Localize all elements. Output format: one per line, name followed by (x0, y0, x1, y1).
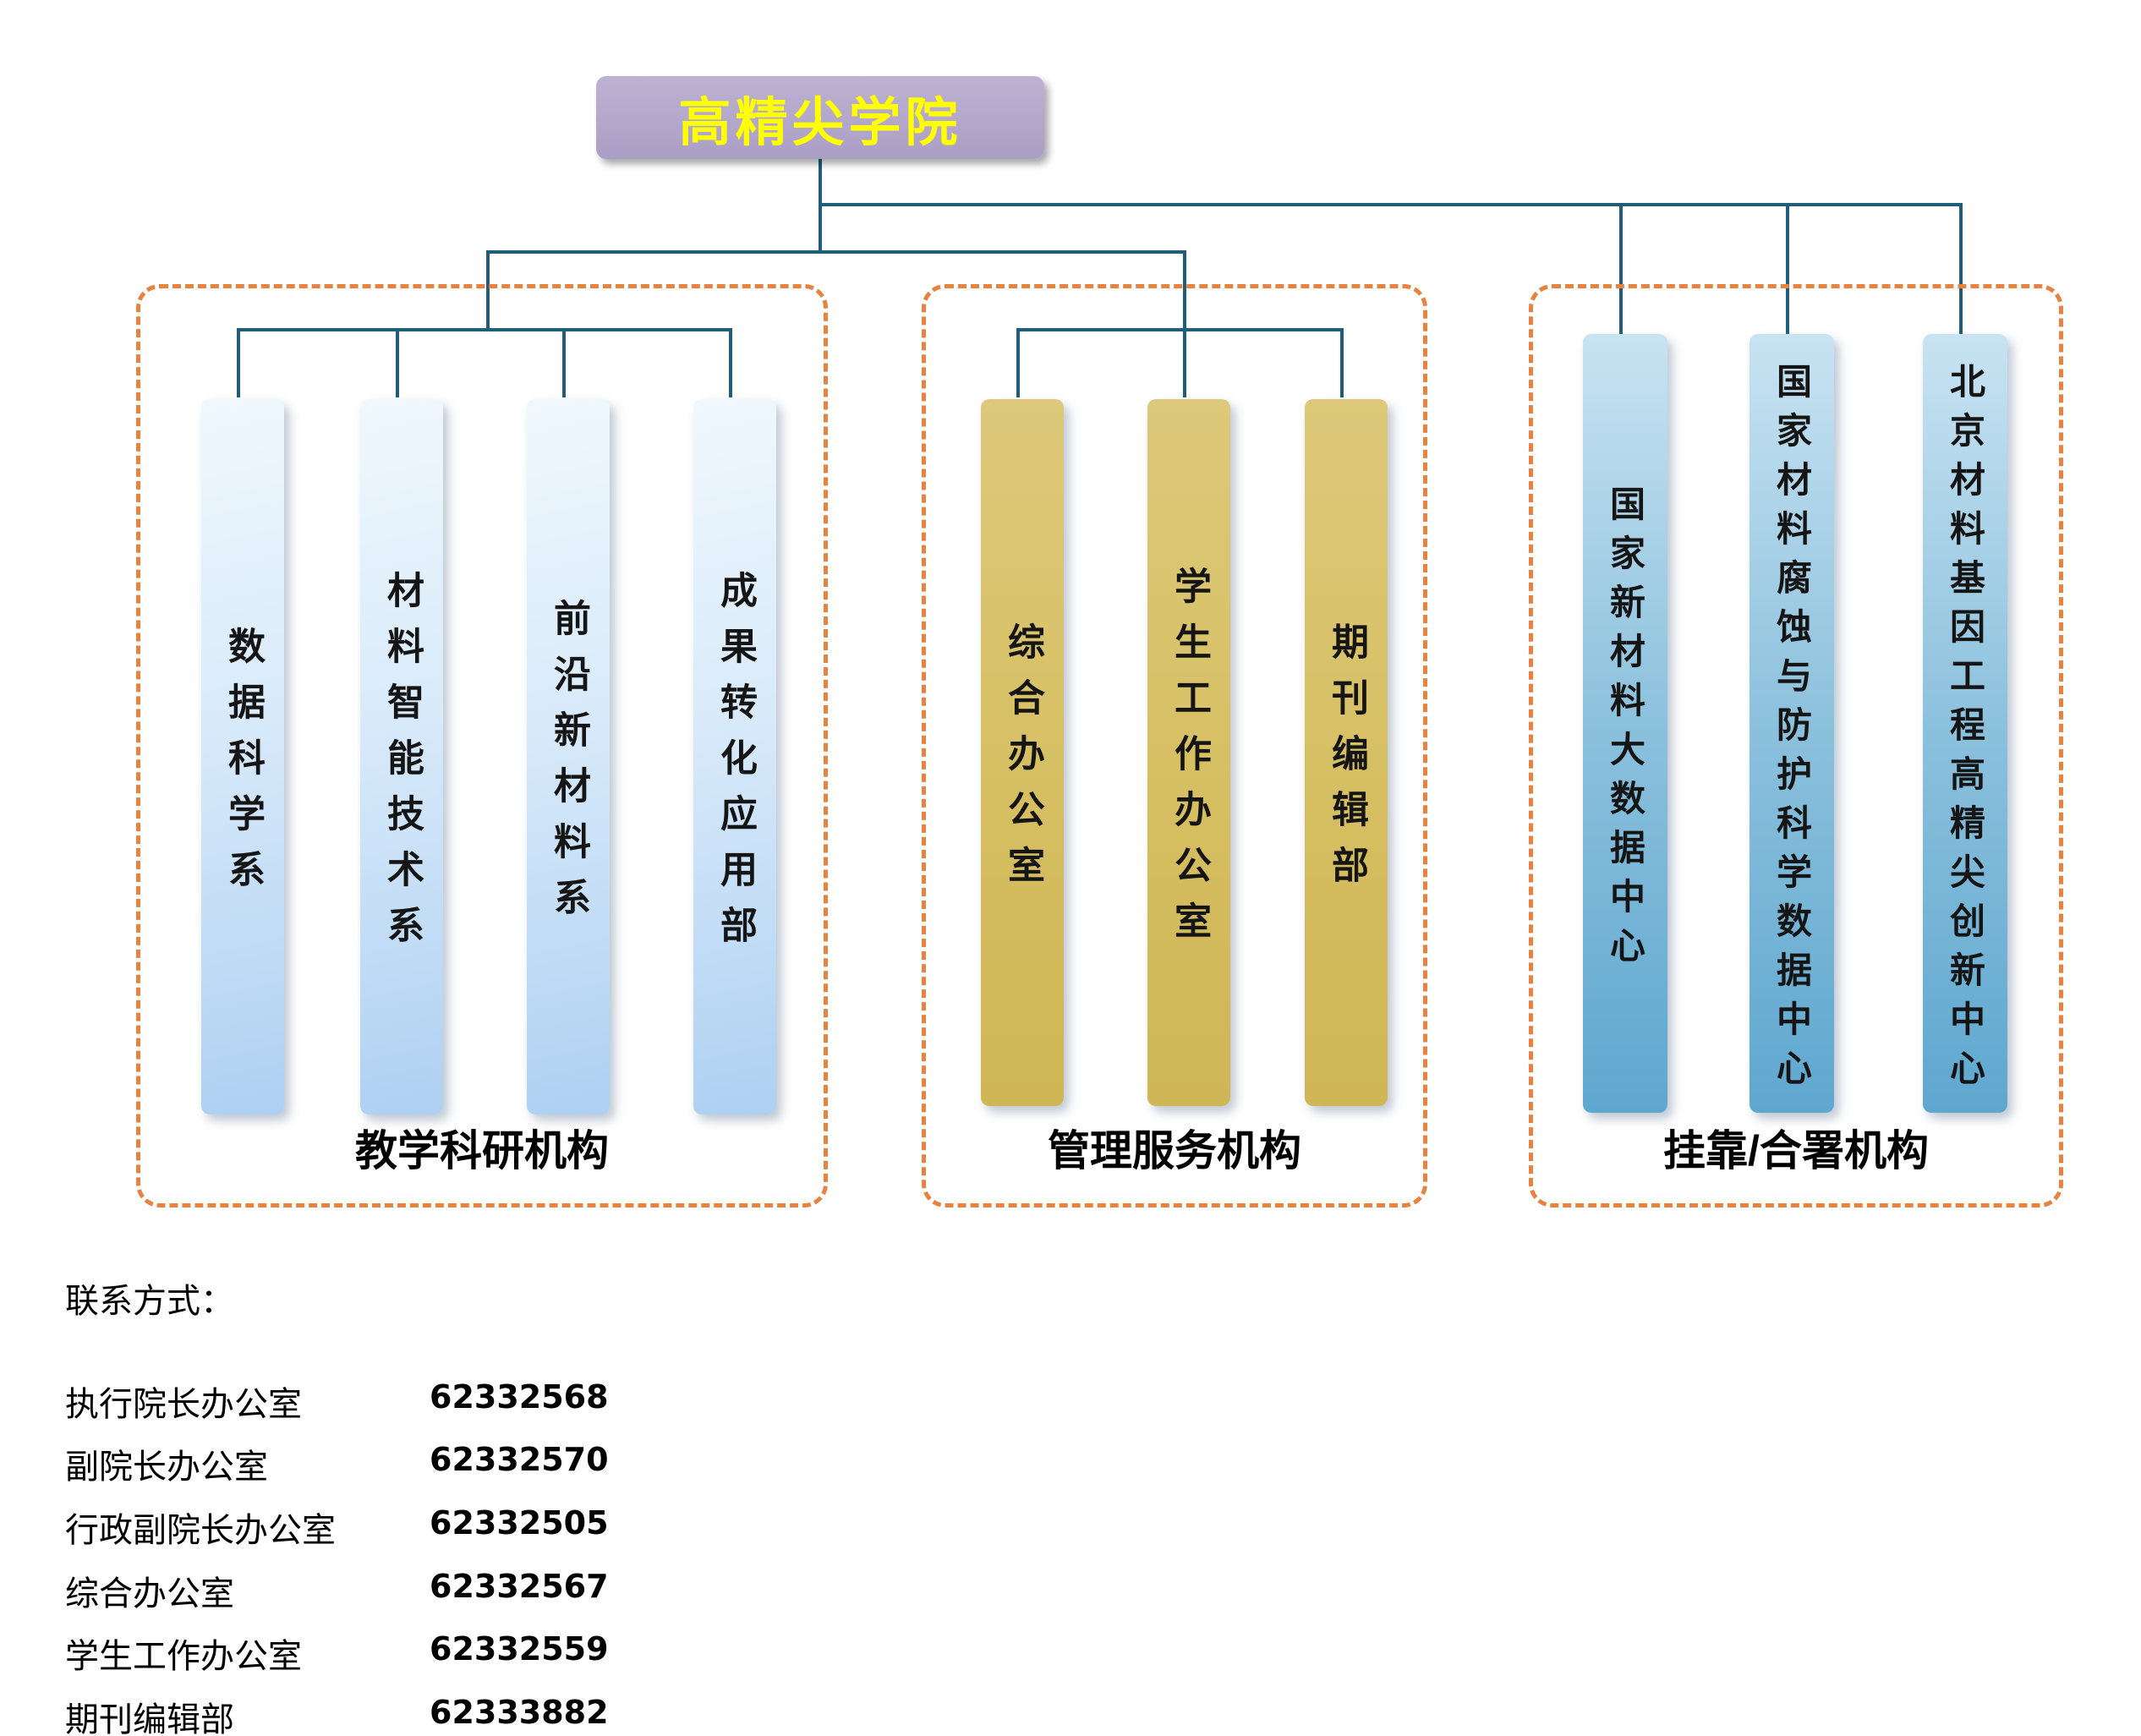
org-unit-bar: 国家材料腐蚀与防护科学数据中心 (1749, 334, 1834, 1113)
group-caption: 挂靠/合署机构 (1663, 1127, 1929, 1175)
group-teaching-research: 数据科学系 材料智能技术系 前沿新材料系 成果转化应用部 教学科研机构 (136, 284, 828, 1208)
org-unit-label: 国家材料腐蚀与防护科学数据中心 (1771, 362, 1812, 1098)
org-unit-label: 材料智能技术系 (381, 571, 423, 961)
contact-phone: 62332505 (430, 1504, 609, 1542)
org-unit-label: 前沿新材料系 (548, 599, 589, 934)
contact-label: 副院长办公室 (65, 1448, 268, 1486)
contact-row: 期刊编辑部 62333882 (65, 1692, 609, 1736)
org-unit-bar: 综合办公室 (981, 399, 1064, 1106)
contact-label: 学生工作办公室 (65, 1637, 302, 1675)
root-node: 高精尖学院 (596, 76, 1044, 159)
org-unit-label: 国家新材料大数据中心 (1605, 485, 1645, 976)
contact-row: 副院长办公室 62332570 (65, 1439, 609, 1486)
contact-phone: 62332570 (430, 1441, 609, 1478)
group-affiliated: 国家新材料大数据中心 国家材料腐蚀与防护科学数据中心 北京材料基因工程高精尖创新… (1529, 284, 2063, 1208)
org-unit-bar: 材料智能技术系 (360, 399, 443, 1114)
org-unit-label: 数据科学系 (222, 627, 264, 906)
contact-row: 行政副院长办公室 62332505 (65, 1503, 609, 1549)
org-unit-label: 期刊编辑部 (1326, 622, 1367, 901)
contact-row: 综合办公室 62332567 (65, 1566, 609, 1613)
root-node-title: 高精尖学院 (678, 94, 962, 152)
contact-row: 执行院长办公室 62332568 (65, 1377, 609, 1423)
org-unit-bar: 北京材料基因工程高精尖创新中心 (1923, 334, 2007, 1113)
org-unit-label: 学生工作办公室 (1169, 567, 1210, 957)
contact-section: 联系方式： 执行院长办公室 62332568 副院长办公室 62332570 行… (65, 1268, 911, 1736)
org-unit-bar: 期刊编辑部 (1305, 399, 1388, 1106)
org-unit-bar: 前沿新材料系 (527, 399, 610, 1114)
org-unit-label: 综合办公室 (1002, 622, 1043, 901)
group-caption: 管理服务机构 (1048, 1127, 1301, 1175)
org-unit-bar: 数据科学系 (201, 399, 284, 1114)
contact-phone: 62332568 (430, 1378, 609, 1416)
contact-phone: 62333882 (430, 1694, 609, 1731)
org-unit-label: 北京材料基因工程高精尖创新中心 (1945, 362, 1985, 1098)
org-unit-label: 成果转化应用部 (715, 571, 756, 961)
org-unit-bar: 学生工作办公室 (1147, 399, 1230, 1106)
contact-label: 行政副院长办公室 (65, 1511, 336, 1549)
contact-row: 学生工作办公室 62332559 (65, 1629, 609, 1675)
contact-phone: 62332567 (430, 1568, 609, 1605)
org-unit-bar: 国家新材料大数据中心 (1583, 334, 1667, 1113)
group-caption: 教学科研机构 (355, 1127, 609, 1175)
contact-label: 执行院长办公室 (65, 1385, 302, 1423)
contact-phone: 62332559 (430, 1630, 609, 1668)
org-unit-bar: 成果转化应用部 (693, 399, 776, 1114)
contact-label: 期刊编辑部 (65, 1700, 234, 1736)
contact-title: 联系方式： (65, 1282, 234, 1320)
contact-label: 综合办公室 (65, 1574, 234, 1613)
group-management-service: 综合办公室 学生工作办公室 期刊编辑部 管理服务机构 (922, 284, 1427, 1208)
